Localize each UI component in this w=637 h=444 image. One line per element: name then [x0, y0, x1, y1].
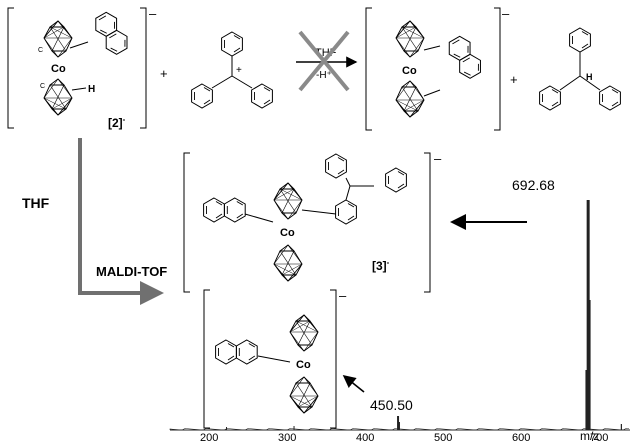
condition-minus-h: -H⁺ [316, 70, 332, 81]
cobalt-label: Co [402, 65, 417, 77]
blocked-reaction-arrow: THF -H⁺ [296, 30, 358, 92]
tick-label-500: 500 [434, 432, 452, 444]
cobalt-label: Co [280, 227, 295, 239]
carbon-label: C [38, 47, 43, 54]
compound-2-label: [2]- [108, 115, 126, 130]
compound-3-label: [3]- [372, 258, 390, 273]
hydrogen-label: H [586, 72, 593, 82]
fused-product: – Co [365, 6, 510, 131]
tick-label-600: 600 [512, 432, 530, 444]
triphenylmethane: H [539, 27, 621, 111]
trityl-cation: + [191, 31, 273, 109]
cobalt-label: Co [296, 359, 311, 371]
spectrum-noise [169, 428, 630, 431]
hydrogen-label: H [88, 84, 95, 95]
carbon-label: C [40, 83, 45, 90]
tick-label-700: 700 [590, 432, 608, 444]
peak-label-major: 692.68 [512, 177, 555, 193]
compound-lower-charge: – [339, 288, 347, 303]
compound-2-charge: – [149, 6, 157, 21]
tick-label-200: 200 [200, 432, 218, 444]
thf-label: THF [22, 195, 50, 211]
fused-product-charge: – [502, 6, 510, 21]
maldi-tof-label: MALDI-TOF [96, 264, 167, 279]
process-arrow [78, 138, 164, 305]
compound-lower: – Co [203, 288, 347, 429]
cation-charge: + [236, 65, 242, 76]
compound-2: – Co C C H [2]- [7, 6, 157, 130]
mass-spectrum: 692.68 450.50 200 300 400 500 600 700 m/… [169, 177, 630, 444]
compound-3: – Co [3]- [183, 151, 442, 293]
cobalt-label: Co [51, 63, 66, 75]
arrow-to-compound-lower [342, 375, 365, 393]
compound-3-charge: – [434, 151, 442, 166]
plus-sign: + [510, 72, 518, 87]
plus-sign: + [160, 66, 168, 81]
tick-label-300: 300 [278, 432, 296, 444]
axis-label-mz: m/z [580, 429, 599, 443]
tick-label-400: 400 [356, 432, 374, 444]
peak-label-minor: 450.50 [370, 397, 413, 413]
